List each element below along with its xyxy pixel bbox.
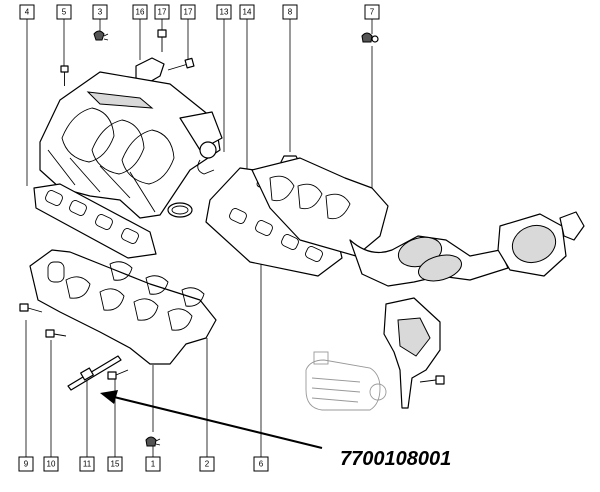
callout-top-7: 7 <box>364 4 380 20</box>
callout-top-16: 16 <box>132 4 148 20</box>
callout-top-17b: 17 <box>180 4 196 20</box>
callout-label: 8 <box>288 8 293 17</box>
callout-top-8: 8 <box>282 4 298 20</box>
leader-lines-bottom <box>25 258 262 457</box>
callout-label: 5 <box>62 8 67 17</box>
callout-top-14: 14 <box>239 4 255 20</box>
callout-bottom-1: 1 <box>145 456 161 472</box>
callout-label: 13 <box>220 8 229 17</box>
callout-top-3: 3 <box>92 4 108 20</box>
callout-bottom-9: 9 <box>18 456 34 472</box>
bolt-9 <box>19 303 43 313</box>
stud-11 <box>67 355 122 391</box>
callout-label: 4 <box>25 8 30 17</box>
callout-label: 14 <box>243 8 252 17</box>
callout-bottom-10: 10 <box>43 456 59 472</box>
callout-label: 11 <box>83 460 92 469</box>
callout-label: 16 <box>136 8 145 17</box>
clip-icon-7 <box>361 32 379 43</box>
leader-lines-top <box>26 19 373 188</box>
intake-manifold <box>39 71 223 219</box>
callout-label: 2 <box>205 460 210 469</box>
bolt-5 <box>60 65 69 86</box>
callout-top-17a: 17 <box>154 4 170 20</box>
callout-label: 7 <box>370 8 375 17</box>
callout-label: 1 <box>151 460 156 469</box>
callout-bottom-2: 2 <box>199 456 215 472</box>
callout-bottom-6: 6 <box>253 456 269 472</box>
reference-number: 7700108001 <box>340 448 451 470</box>
bolt-10 <box>45 329 67 338</box>
callout-label: 6 <box>259 460 264 469</box>
callout-label: 15 <box>111 460 120 469</box>
callout-bottom-11: 11 <box>79 456 95 472</box>
callout-label: 10 <box>47 460 56 469</box>
callout-bottom-15: 15 <box>107 456 123 472</box>
callout-label: 9 <box>24 460 29 469</box>
bolt-17-top <box>157 29 167 52</box>
bolt-15 <box>107 369 129 380</box>
callout-label: 17 <box>184 8 193 17</box>
bolt-17-side <box>167 57 195 71</box>
callout-top-13: 13 <box>216 4 232 20</box>
pointer-arrow <box>100 390 323 449</box>
clip-icon-3 <box>93 30 109 41</box>
lower-intake-manifold <box>29 249 217 365</box>
clip-icon-1 <box>145 436 161 447</box>
o-ring-seal <box>167 202 193 218</box>
intake-gasket <box>33 183 157 259</box>
callout-label: 17 <box>158 8 167 17</box>
starter-motor <box>305 351 387 411</box>
callout-label: 3 <box>98 8 103 17</box>
callout-top-5: 5 <box>56 4 72 20</box>
callout-top-4: 4 <box>19 4 35 20</box>
exhaust-manifold <box>251 157 585 287</box>
mounting-bracket <box>383 297 445 409</box>
